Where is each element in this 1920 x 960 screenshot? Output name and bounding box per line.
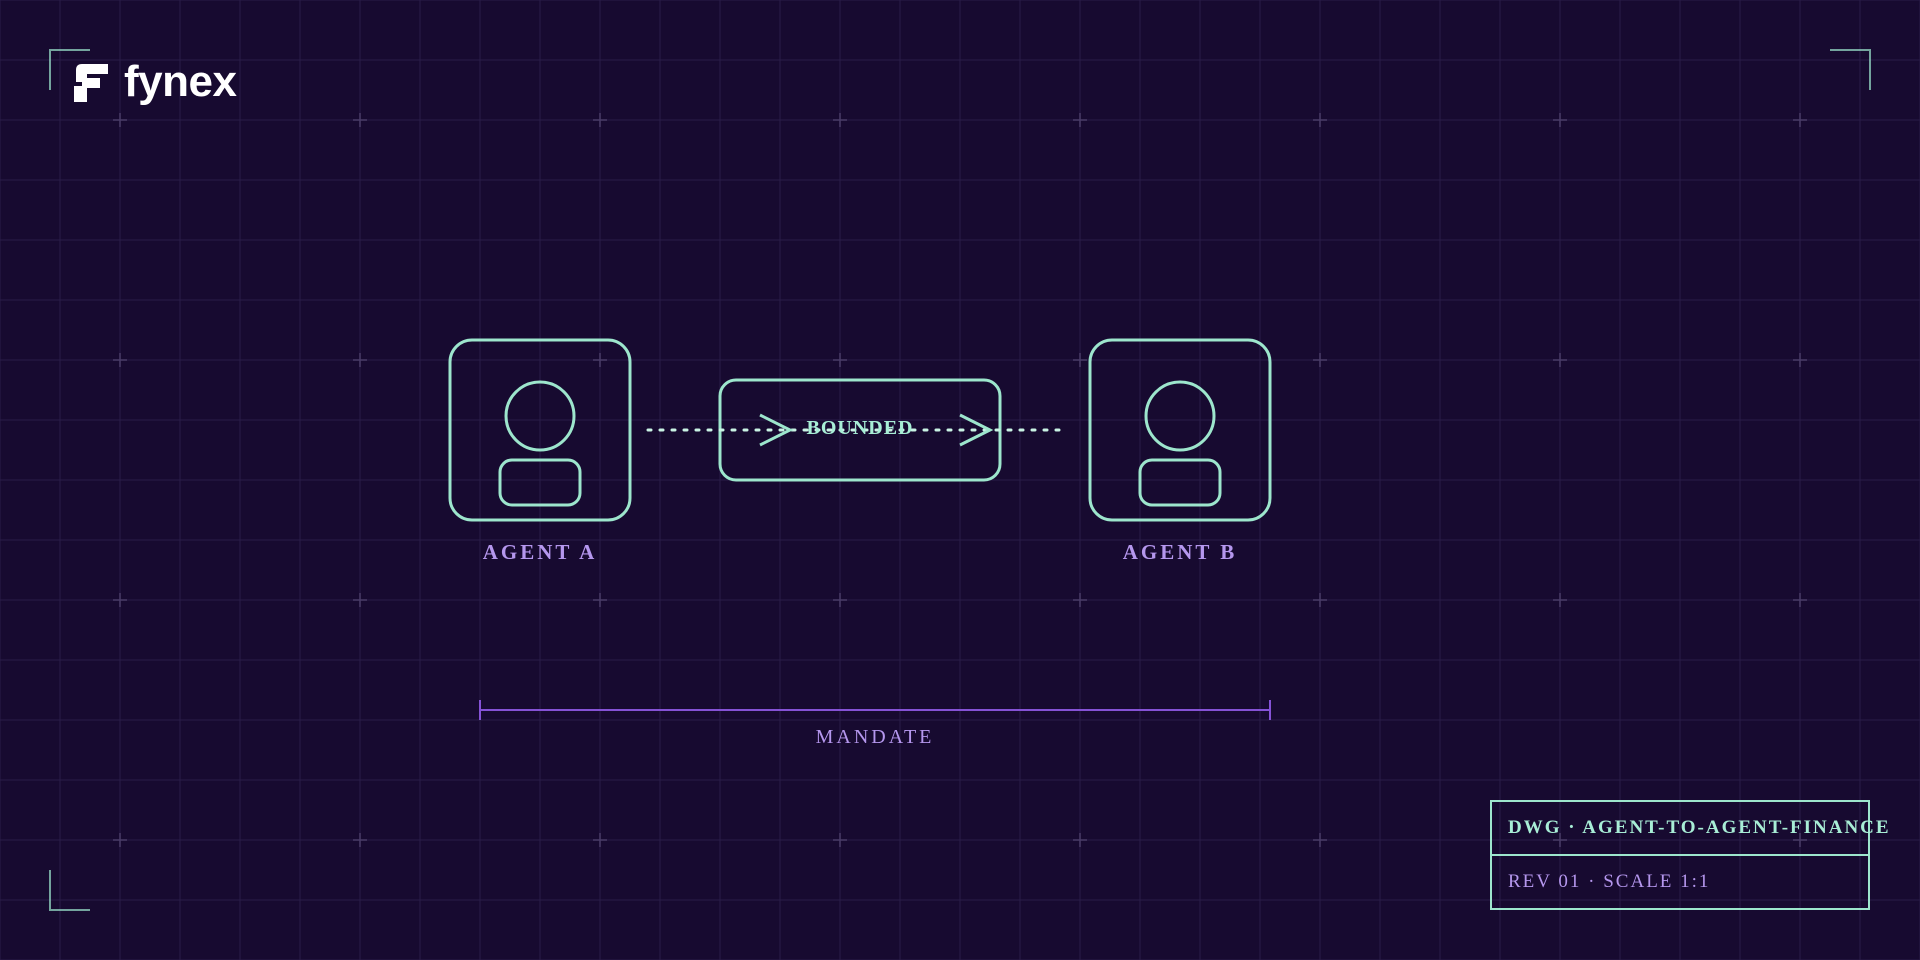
- grid-crosshair: [1313, 113, 1327, 127]
- agent-a-head-icon: [504, 380, 576, 452]
- agent-b-node: [1088, 338, 1272, 522]
- grid-crosshair: [1793, 353, 1807, 367]
- grid-crosshair: [353, 833, 367, 847]
- grid-crosshair: [833, 113, 847, 127]
- grid-crosshair: [353, 593, 367, 607]
- grid-crosshair: [113, 833, 127, 847]
- grid-crosshair: [1553, 593, 1567, 607]
- grid-crosshair: [1553, 353, 1567, 367]
- fynex-logo-icon: [74, 64, 108, 102]
- corner-brackets: [49, 49, 1871, 911]
- bounded-label: BOUNDED: [806, 417, 914, 439]
- arrow-left-chevron-icon: [759, 413, 794, 447]
- title-block: DWG · AGENT-TO-AGENT-FINANCE REV 01 · SC…: [1490, 800, 1889, 910]
- corner-bottom-left: [49, 870, 90, 911]
- grid-crosshair: [1793, 593, 1807, 607]
- agent-a-body-icon: [498, 458, 582, 507]
- agent-a-label: AGENT A: [482, 540, 598, 564]
- grid-crosshair: [1793, 113, 1807, 127]
- grid-crosshair: [833, 833, 847, 847]
- grid-crosshair: [833, 353, 847, 367]
- grid-crosshair: [1313, 833, 1327, 847]
- corner-top-left: [49, 49, 90, 90]
- grid-crosshair: [1073, 353, 1087, 367]
- grid-crosshair: [1073, 113, 1087, 127]
- agent-a-node: [448, 338, 632, 522]
- agent-a-frame: [448, 338, 632, 522]
- grid-crosshairs: [113, 113, 1807, 847]
- grid-crosshair: [1553, 833, 1567, 847]
- grid-crosshair: [1793, 833, 1807, 847]
- grid-crosshair: [593, 353, 607, 367]
- grid-crosshair: [353, 113, 367, 127]
- mandate-dimension: [479, 700, 1271, 720]
- grid-crosshair: [593, 833, 607, 847]
- agent-b-head-icon: [1144, 380, 1216, 452]
- grid-crosshair: [353, 353, 367, 367]
- grid-crosshair: [1073, 833, 1087, 847]
- grid-crosshair: [593, 593, 607, 607]
- agent-b-body-icon: [1138, 458, 1222, 507]
- brand-name: fynex: [124, 57, 237, 106]
- revision-scale: REV 01 · SCALE 1:1: [1508, 871, 1711, 892]
- grid-crosshair: [1313, 593, 1327, 607]
- drawing-id: DWG · AGENT-TO-AGENT-FINANCE: [1492, 802, 1889, 856]
- grid-crosshair: [113, 593, 127, 607]
- arrow-right-chevron-icon: [959, 413, 994, 447]
- grid-crosshair: [113, 353, 127, 367]
- corner-top-right: [1830, 49, 1871, 90]
- agent-b-frame: [1088, 338, 1272, 522]
- brand-logo: fynex: [70, 57, 237, 106]
- grid-crosshair: [1313, 353, 1327, 367]
- grid-crosshair: [1553, 113, 1567, 127]
- grid-crosshair: [113, 113, 127, 127]
- grid-crosshair: [1073, 593, 1087, 607]
- agent-b-label: AGENT B: [1122, 540, 1238, 564]
- grid-crosshair: [593, 113, 607, 127]
- mandate-label: MANDATE: [815, 726, 935, 748]
- grid-crosshair: [833, 593, 847, 607]
